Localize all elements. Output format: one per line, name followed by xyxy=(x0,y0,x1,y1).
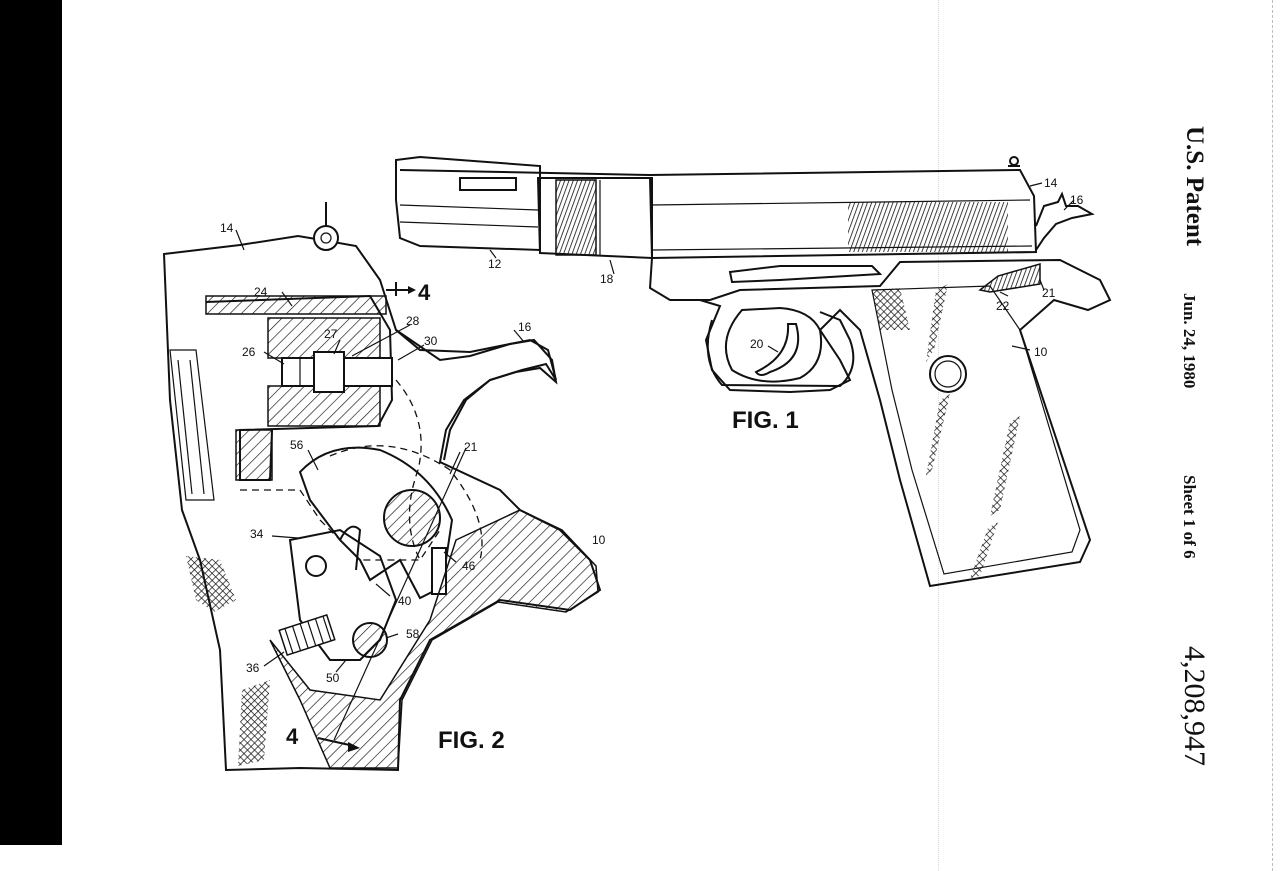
fig1-ref-14: 14 xyxy=(1044,176,1058,190)
fig2-ref-14: 14 xyxy=(220,221,234,235)
fig2-ref-50: 50 xyxy=(326,671,340,685)
section-marker-top: 4 xyxy=(418,280,431,305)
fig2-ref-56: 56 xyxy=(290,438,304,452)
fig2-ref-34: 34 xyxy=(250,527,264,541)
scan-edge-black-bar xyxy=(0,0,62,845)
fig2-section xyxy=(162,202,602,772)
fig1-ref-10: 10 xyxy=(1034,345,1048,359)
fig1-ref-20: 20 xyxy=(750,337,764,351)
fig2-ref-28: 28 xyxy=(406,314,420,328)
fig2-caption: FIG. 2 xyxy=(438,727,505,754)
fig2-labels: 14 24 27 28 30 16 26 56 21 34 46 10 40 5… xyxy=(220,221,606,754)
fig2-ref-40: 40 xyxy=(398,594,412,608)
fig1-ref-21: 21 xyxy=(1042,286,1056,300)
fig2-ref-58: 58 xyxy=(406,627,420,641)
fig2-ref-26: 26 xyxy=(242,345,256,359)
fig2-ref-27: 27 xyxy=(324,327,338,341)
fig1-pistol xyxy=(395,155,1112,588)
fig1-labels: 14 16 12 18 20 22 21 10 FIG. 1 xyxy=(488,176,1084,434)
patent-number: 4,208,947 xyxy=(1178,646,1211,766)
fig1-caption: FIG. 1 xyxy=(732,407,799,434)
fig2-ref-30: 30 xyxy=(424,334,438,348)
patent-date: Jun. 24, 1980 xyxy=(1180,293,1199,389)
fig2-ref-16: 16 xyxy=(518,320,532,334)
sheet-number: Sheet 1 of 6 xyxy=(1180,475,1199,559)
fig2-ref-10: 10 xyxy=(592,533,606,547)
fig2-ref-36: 36 xyxy=(246,661,260,675)
fig1-ref-16: 16 xyxy=(1070,193,1084,207)
fig2-ref-21: 21 xyxy=(464,440,478,454)
fig2-ref-24: 24 xyxy=(254,285,268,299)
patent-label: U.S. Patent xyxy=(1181,126,1208,247)
fig1-ref-22: 22 xyxy=(996,299,1010,313)
section-marker-bottom: 4 xyxy=(286,724,299,749)
fig2-ref-46: 46 xyxy=(462,559,476,573)
fold-line xyxy=(1272,0,1273,871)
fig1-ref-18: 18 xyxy=(600,272,614,286)
fig1-ref-12: 12 xyxy=(488,257,502,271)
